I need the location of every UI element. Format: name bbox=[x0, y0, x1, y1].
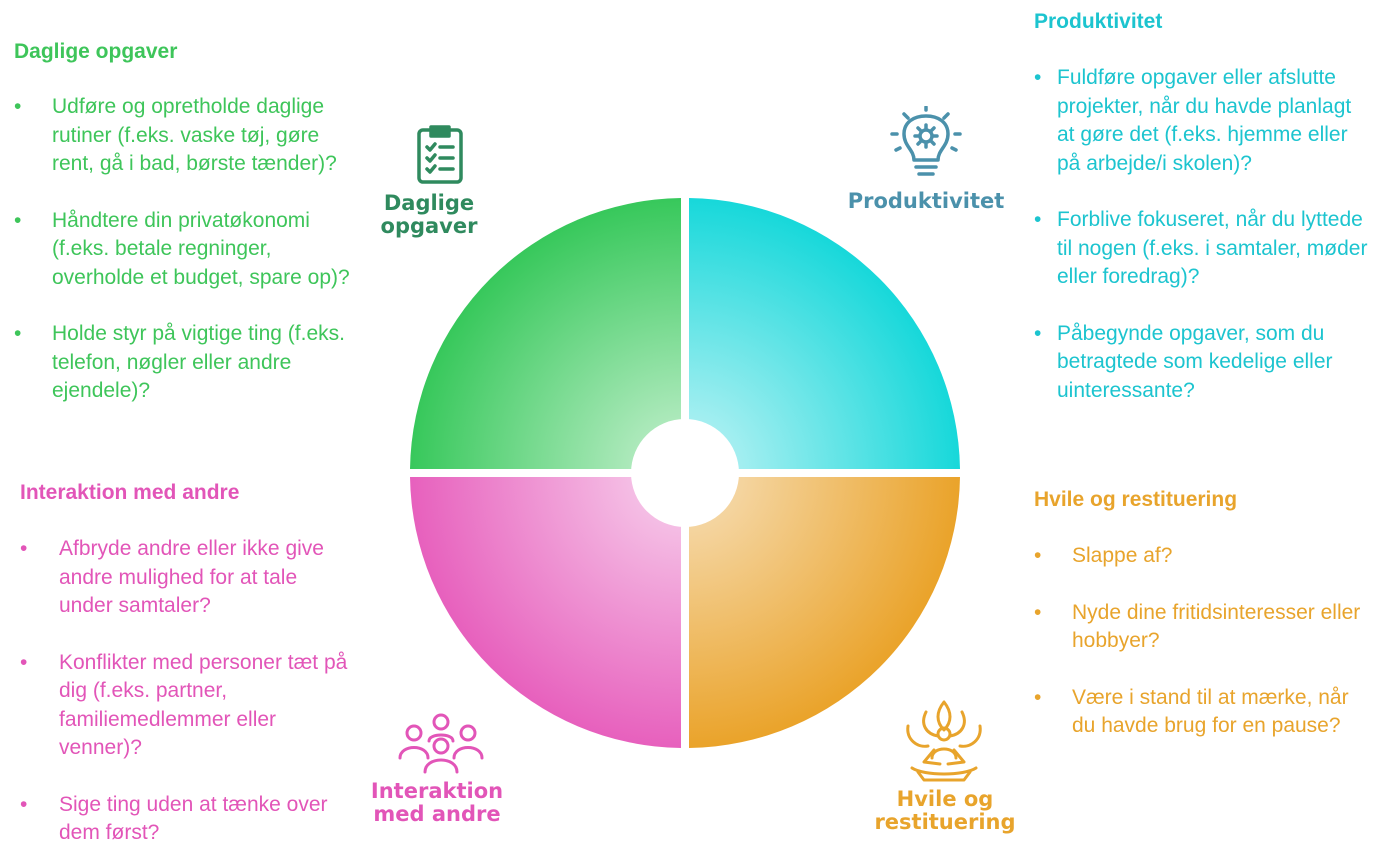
bullet: • bbox=[14, 208, 22, 232]
bullet: • bbox=[1034, 685, 1042, 709]
social-interaction-label-line: Interaktion bbox=[370, 779, 504, 803]
list-item: • Håndtere din privatøkonomi (f.eks. bet… bbox=[14, 208, 350, 289]
rest-recovery-list: • Slappe af? • Nyde dine fritidsinteress… bbox=[1034, 542, 1369, 741]
social-interaction-label-line: med andre bbox=[373, 802, 501, 826]
group-people-icon bbox=[398, 713, 484, 774]
list-item: • Være i stand til at mærke, når du havd… bbox=[1034, 685, 1349, 738]
list-item: • Påbegynde opgaver, som du betragtede s… bbox=[1034, 321, 1333, 402]
bullet: • bbox=[20, 537, 28, 560]
rest-recovery-label: Hvile og restituering bbox=[865, 788, 1025, 834]
rest-quadrant bbox=[689, 477, 960, 748]
bullet: • bbox=[14, 322, 22, 345]
list-item: • Konflikter med personer tæt på dig (f.… bbox=[20, 650, 348, 760]
productivity-quadrant bbox=[689, 198, 960, 469]
rest-recovery-label-line: Hvile og bbox=[896, 787, 994, 811]
list-item: • Sige ting uden at tænke over dem først… bbox=[20, 792, 328, 845]
bullet: • bbox=[20, 650, 28, 674]
social-quadrant bbox=[410, 477, 681, 748]
clipboard-checklist-icon bbox=[417, 125, 463, 184]
list-item: • Nyde dine fritidsinteresser eller hobb… bbox=[1034, 600, 1361, 653]
meditation-lotus-icon bbox=[906, 700, 982, 782]
quadrant-wheel bbox=[402, 190, 968, 756]
rest-recovery-title: Hvile og restituering bbox=[1034, 488, 1238, 511]
daily-quadrant bbox=[410, 198, 681, 469]
productivity-title: Produktivitet bbox=[1034, 10, 1163, 33]
bullet: • bbox=[1034, 208, 1042, 231]
social-interaction-title: Interaktion med andre bbox=[20, 481, 240, 504]
rest-recovery-label-line: restituering bbox=[874, 810, 1016, 834]
list-item: • Fuldføre opgaver eller afslutte projek… bbox=[1034, 66, 1352, 175]
bullet: • bbox=[1034, 321, 1042, 345]
social-interaction-label: Interaktion med andre bbox=[352, 780, 522, 826]
list-item: • Holde styr på vigtige ting (f.eks. tel… bbox=[14, 322, 345, 402]
list-item: • Forblive fokuseret, når du lyttede til… bbox=[1034, 208, 1368, 288]
daily-tasks-label-line: opgaver bbox=[380, 214, 478, 238]
productivity-label: Produktivitet bbox=[836, 190, 1016, 213]
bullet: • bbox=[14, 95, 22, 118]
productivity-list: • Fuldføre opgaver eller afslutte projek… bbox=[1034, 64, 1369, 405]
wheel-center bbox=[631, 419, 739, 527]
social-interaction-list: • Afbryde andre eller ikke give andre mu… bbox=[20, 535, 355, 848]
bullet: • bbox=[1034, 544, 1042, 567]
bullet: • bbox=[1034, 66, 1042, 89]
bullet: • bbox=[1034, 600, 1042, 624]
list-item: • Slappe af? bbox=[1034, 542, 1369, 571]
list-item: • Afbryde andre eller ikke give andre mu… bbox=[20, 537, 324, 617]
lightbulb-gear-icon bbox=[890, 106, 962, 176]
daily-tasks-title: Daglige opgaver bbox=[14, 40, 178, 63]
bullet: • bbox=[20, 792, 28, 816]
productivity-label-line: Produktivitet bbox=[847, 189, 1005, 213]
list-item: • Udføre og opretholde daglige rutiner (… bbox=[14, 95, 337, 175]
daily-tasks-label-line: Daglige bbox=[383, 191, 475, 215]
daily-tasks-label: Daglige opgaver bbox=[369, 192, 489, 238]
daily-tasks-list: • Udføre og opretholde daglige rutiner (… bbox=[14, 93, 354, 406]
